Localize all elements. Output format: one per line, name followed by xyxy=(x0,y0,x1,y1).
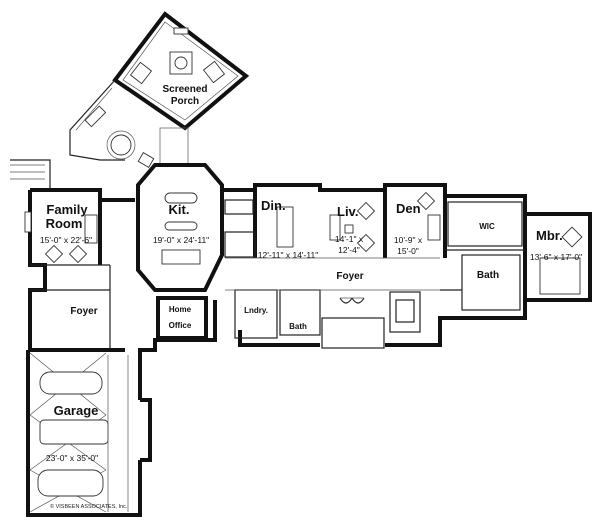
copyright-notice: © VISBEEN ASSOCIATES, Inc. xyxy=(50,503,128,510)
living-dims-2: 12'-4" xyxy=(338,245,360,255)
dining-label: Din. xyxy=(261,198,286,213)
garage-label: Garage xyxy=(54,403,99,418)
den-dims: 10'-9" x xyxy=(394,235,423,245)
exterior-walls xyxy=(26,163,592,517)
family-room-dims: 15'-0" x 22'-6" xyxy=(40,235,92,245)
dining-dims: 12'-11" x 14'-11" xyxy=(258,250,318,260)
deck xyxy=(10,79,189,190)
interior-walls xyxy=(28,190,527,352)
laundry-label: Lndry. xyxy=(244,306,268,315)
screened-porch-label: Screened xyxy=(162,84,207,95)
family-room-label-2: Room xyxy=(46,216,83,231)
master-bedroom-label: Mbr. xyxy=(536,228,563,243)
kitchen-label: Kit. xyxy=(169,202,190,217)
screened-porch-label-2: Porch xyxy=(171,96,199,107)
garage-dims: 23'-0" x 35'-0" xyxy=(46,453,98,463)
garage-cars xyxy=(29,352,129,513)
room-labels: Screened Porch Family Room 15'-0" x 22'-… xyxy=(40,84,582,510)
family-room-label: Family xyxy=(46,202,88,217)
master-bedroom-dims: 13'-6" x 17'-0" xyxy=(530,252,582,262)
home-office-label: Home xyxy=(169,305,192,314)
den-label: Den xyxy=(396,201,421,216)
screened-porch xyxy=(112,11,250,131)
den-dims-2: 15'-0" xyxy=(397,246,419,256)
kitchen-dims: 19'-0" x 24'-11" xyxy=(153,235,209,245)
powder-bath-label: Bath xyxy=(289,322,307,331)
living-label: Liv. xyxy=(337,204,358,219)
home-office-label-2: Office xyxy=(169,321,192,330)
wic-label: WIC xyxy=(479,222,495,231)
furniture xyxy=(24,191,583,295)
side-foyer-label: Foyer xyxy=(70,306,97,317)
main-foyer-label: Foyer xyxy=(336,271,363,282)
master-bath-label: Bath xyxy=(477,270,499,281)
living-dims: 14'-1" x xyxy=(335,234,364,244)
